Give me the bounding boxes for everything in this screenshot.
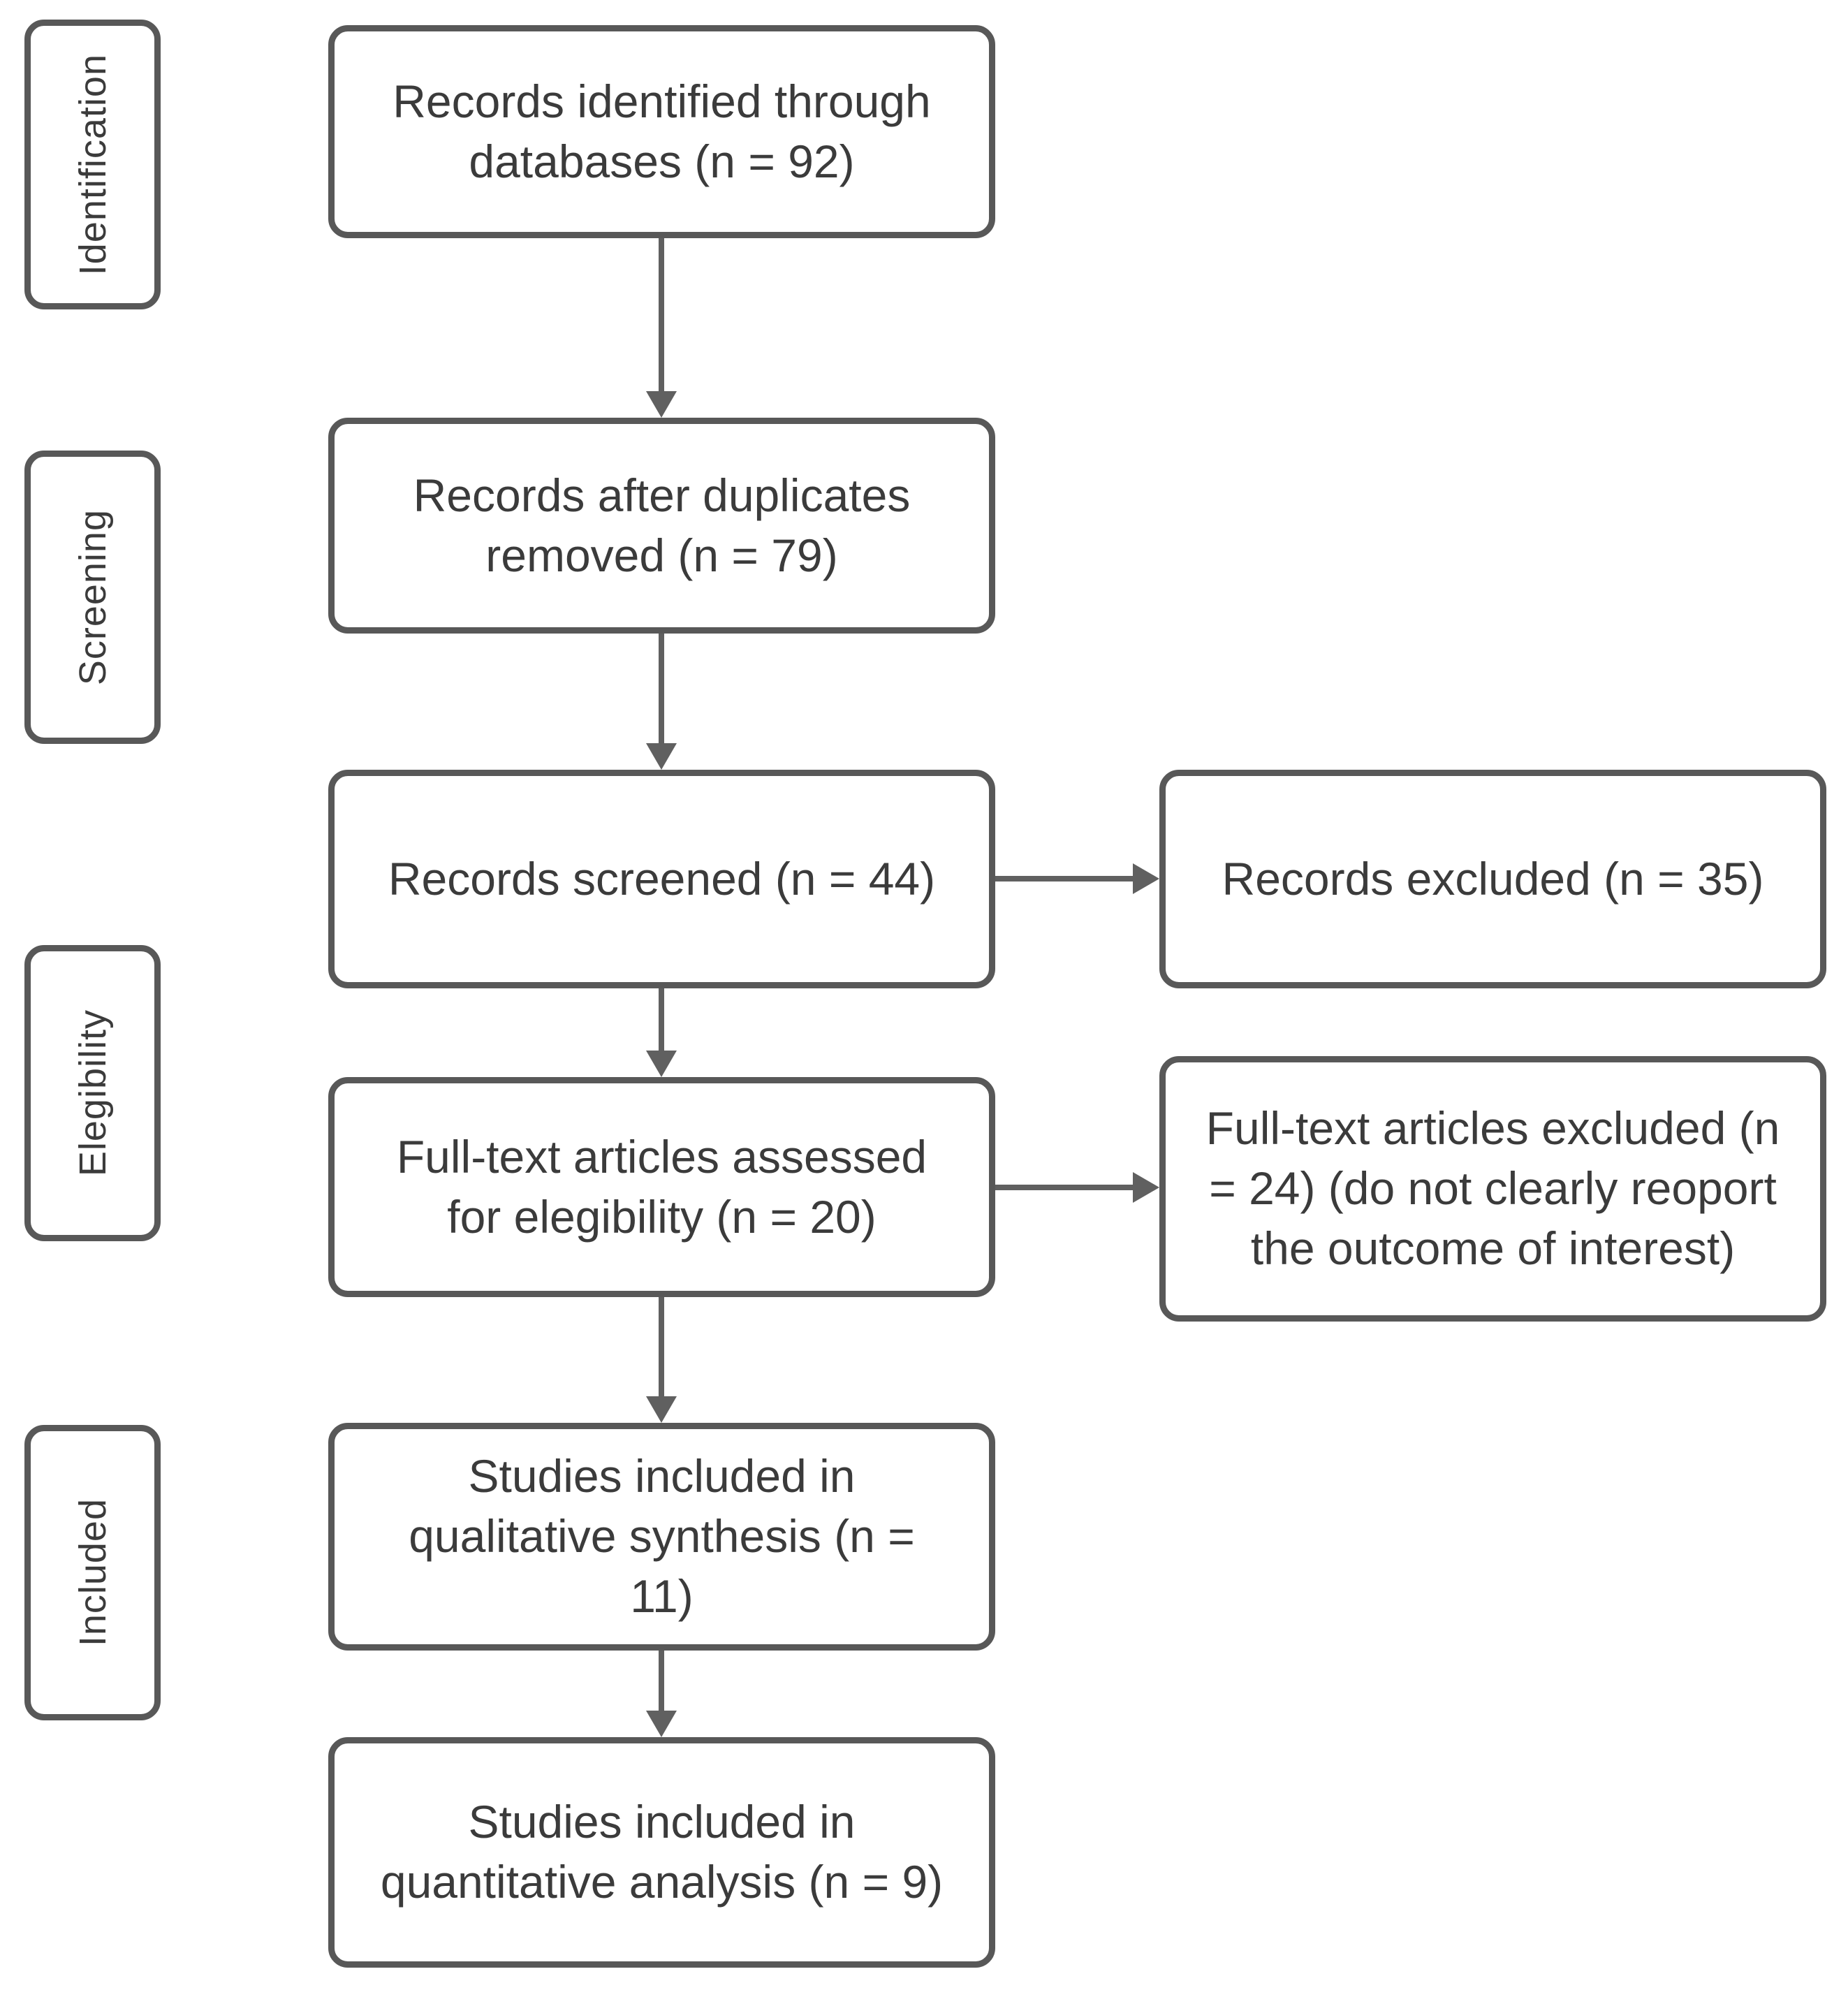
side-box-records-excluded: Records excluded (n = 35) <box>1159 770 1826 988</box>
flow-box-qualitative-synthesis: Studies included in qualitative synthesi… <box>328 1423 995 1651</box>
arrow-line <box>659 1651 664 1711</box>
flow-box-quantitative-analysis-text: Studies included in quantitative analysi… <box>380 1796 944 1908</box>
arrow-head <box>646 391 677 418</box>
stage-label-screening: Screening <box>71 509 114 686</box>
arrow-head <box>646 743 677 770</box>
flow-box-qualitative-synthesis-text: Studies included in qualitative synthesi… <box>409 1450 915 1622</box>
arrow-head <box>1133 863 1159 894</box>
flow-box-duplicates-removed-text: Records after duplicates removed (n = 79… <box>413 469 911 581</box>
flow-box-records-identified-text: Records identified through databases (n … <box>393 75 931 187</box>
arrow-line <box>995 1185 1134 1190</box>
stage-label-identification: Identification <box>71 53 114 276</box>
arrow-line <box>995 876 1134 881</box>
side-box-fulltext-excluded: Full-text articles excluded (n = 24) (do… <box>1159 1056 1826 1322</box>
flow-box-fulltext-assessed-text: Full-text articles assessed for elegibil… <box>396 1130 927 1243</box>
stage-box-identification: Identification <box>24 20 161 309</box>
arrow-head <box>1133 1172 1159 1203</box>
arrow-head <box>646 1051 677 1077</box>
stage-box-elegibility: Elegibility <box>24 945 161 1241</box>
stage-box-screening: Screening <box>24 451 161 744</box>
stage-label-included: Included <box>71 1498 114 1647</box>
arrow-line <box>659 1297 664 1396</box>
flow-box-records-screened: Records screened (n = 44) <box>328 770 995 988</box>
arrow-head <box>646 1711 677 1737</box>
stage-label-elegibility: Elegibility <box>71 1009 114 1177</box>
arrow-head <box>646 1396 677 1423</box>
arrow-line <box>659 988 664 1051</box>
flow-box-records-identified: Records identified through databases (n … <box>328 25 995 238</box>
stage-box-included: Included <box>24 1425 161 1720</box>
arrow-line <box>659 238 664 393</box>
side-box-records-excluded-text: Records excluded (n = 35) <box>1222 852 1764 905</box>
flow-box-fulltext-assessed: Full-text articles assessed for elegibil… <box>328 1077 995 1297</box>
flow-box-duplicates-removed: Records after duplicates removed (n = 79… <box>328 418 995 634</box>
flow-box-records-screened-text: Records screened (n = 44) <box>388 852 936 905</box>
arrow-line <box>659 634 664 743</box>
flow-box-quantitative-analysis: Studies included in quantitative analysi… <box>328 1737 995 1968</box>
side-box-fulltext-excluded-text: Full-text articles excluded (n = 24) (do… <box>1205 1102 1780 1274</box>
